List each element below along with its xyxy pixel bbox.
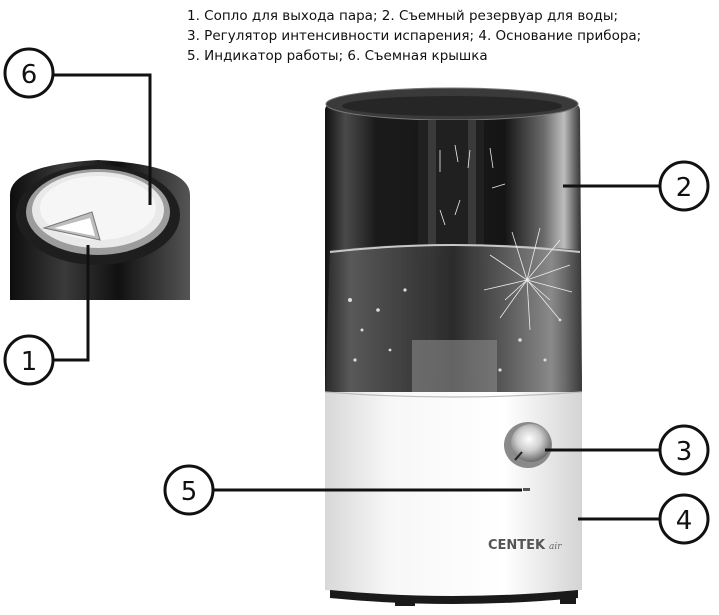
work-indicator — [523, 488, 530, 491]
leader-line-1 — [53, 245, 90, 362]
water-tank — [325, 87, 582, 392]
svg-text:6: 6 — [21, 60, 38, 90]
callout-6: 6 — [3, 47, 55, 99]
svg-text:1: 1 — [21, 347, 38, 377]
callout-1: 1 — [3, 334, 55, 386]
device-base — [324, 391, 583, 606]
leader-line-6 — [53, 73, 152, 205]
caption-line-3: 5. Индикатор работы; 6. Съемная крышка — [187, 48, 488, 64]
caption: 1. Сопло для выхода пара; 2. Съемный рез… — [187, 6, 707, 66]
svg-text:4: 4 — [676, 506, 693, 536]
brand-name: CENTEK — [488, 538, 546, 553]
dandelion-decoration — [439, 144, 573, 331]
svg-text:2: 2 — [676, 173, 693, 203]
intensity-knob — [504, 422, 552, 468]
callout-3: 3 — [658, 424, 710, 476]
brand-suffix: air — [549, 542, 562, 552]
leader-lines — [53, 73, 660, 521]
caption-line-1: 1. Сопло для выхода пара; 2. Съемный рез… — [187, 8, 619, 24]
brand-logo: CENTEK air — [488, 538, 562, 553]
lid-closeup-photo — [8, 150, 193, 300]
caption-line-2: 3. Регулятор интенсивности испарения; 4.… — [187, 28, 642, 44]
svg-text:3: 3 — [676, 437, 693, 467]
callout-4: 4 — [658, 493, 710, 545]
callout-5: 5 — [163, 464, 215, 516]
callout-2: 2 — [658, 160, 710, 212]
svg-text:5: 5 — [181, 477, 198, 507]
